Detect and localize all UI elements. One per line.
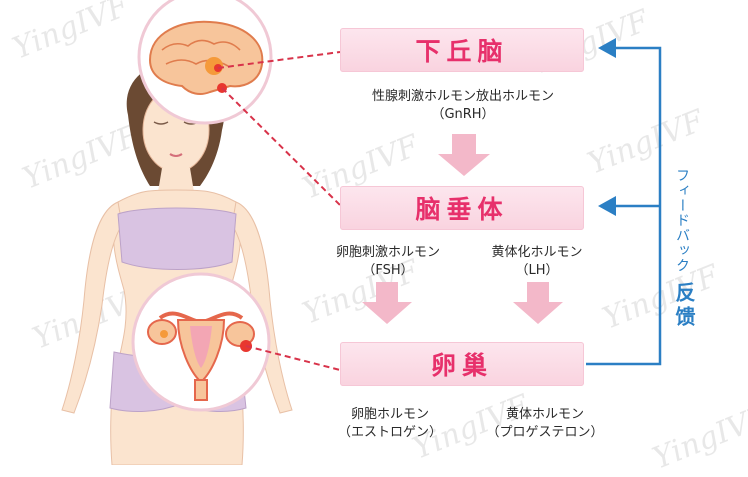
hypothalamus-box: 下丘脑	[340, 28, 584, 72]
progesterone-alt-name: （プロゲステロン）	[486, 425, 604, 440]
down-arrows	[362, 134, 563, 324]
connector-lines	[217, 51, 346, 371]
gnrh-name: 性腺刺激ホルモン放出ホルモン	[371, 89, 554, 104]
lh-label: 黄体化ホルモン （LH）	[472, 244, 602, 280]
progesterone-name: 黄体ホルモン	[505, 407, 584, 422]
progesterone-label: 黄体ホルモン （プロゲステロン）	[470, 406, 620, 442]
estrogen-label: 卵胞ホルモン （エストロゲン）	[320, 406, 460, 442]
estrogen-alt-name: （エストロゲン）	[337, 425, 442, 440]
ovary-box: 卵巢	[340, 342, 584, 386]
feedback-label-jp: フィードバック	[674, 168, 690, 273]
feedback-arrows	[586, 46, 662, 366]
fsh-name: 卵胞刺激ホルモン	[335, 245, 440, 260]
illustration	[61, 0, 662, 465]
feedback-arrowhead	[598, 38, 616, 58]
arrow-lh	[513, 282, 563, 324]
fsh-abbr: （FSH）	[362, 263, 414, 278]
pituitary-box: 脑垂体	[340, 186, 584, 230]
feedback-label-cn: 反馈	[672, 282, 696, 330]
arrow-fsh	[362, 282, 412, 324]
brain-inset	[137, 0, 273, 125]
feedback-arrowhead	[598, 196, 616, 216]
arrow-to-pituitary	[438, 134, 490, 176]
gnrh-abbr: （GnRH）	[431, 107, 495, 122]
uterus-inset	[131, 272, 271, 412]
diagram: YingIVF YingIVF YingIVF YingIVF YingIVF …	[8, 0, 748, 477]
gnrh-label: 性腺刺激ホルモン放出ホルモン （GnRH）	[338, 88, 588, 124]
estrogen-name: 卵胞ホルモン	[350, 407, 429, 422]
lh-abbr: （LH）	[515, 263, 559, 278]
fsh-label: 卵胞刺激ホルモン （FSH）	[318, 244, 458, 280]
lh-name: 黄体化ホルモン	[491, 245, 583, 260]
